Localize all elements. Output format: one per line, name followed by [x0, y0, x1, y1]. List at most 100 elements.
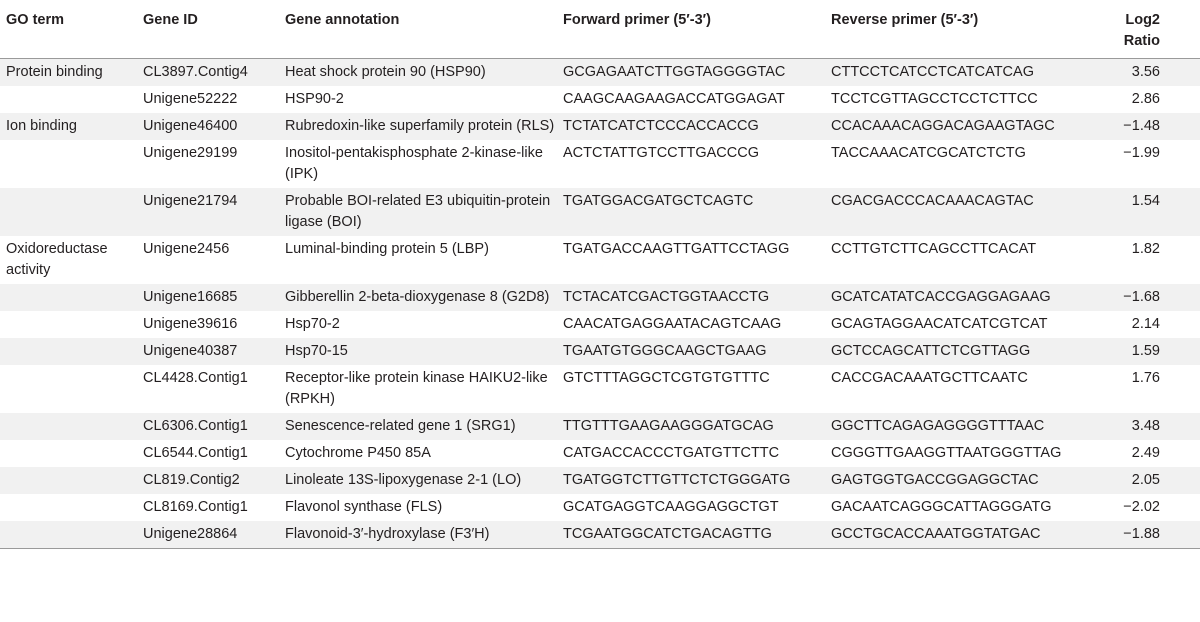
forward-primer-cell: CAACATGAGGAATACAGTCAAG	[563, 316, 782, 332]
reverse-primer-cell: GACAATCAGGGCATTAGGGATG	[831, 499, 1052, 515]
gene-id-cell: CL819.Contig2	[137, 467, 279, 494]
log2-ratio-cell: −1.68	[1098, 284, 1200, 311]
table-row: Unigene39616 Hsp70-2 CAACATGAGGAATACAGTCAA…	[0, 311, 1200, 338]
primer-table: GO term Gene ID Gene annotation Forward …	[0, 6, 1200, 549]
forward-primer-cell: TGATGGTCTTGTTCTCTGGGATG	[557, 467, 825, 494]
header-forward-primer: Forward primer (5′-3′)	[557, 6, 825, 59]
forward-primer-cell: GCATGAGGTCAAGGAGGCTGT	[563, 499, 779, 515]
gene-id-cell: CL3897.Contig4	[137, 58, 279, 86]
go-term-cell	[0, 86, 137, 113]
forward-primer-cell: TGAATGTGGGCAAGCTGAAG	[557, 338, 825, 365]
gene-id-cell: Unigene52222	[143, 91, 238, 107]
forward-primer-cell: GCGAGAATCTTGGTAGGGGTAC	[557, 58, 825, 86]
gene-annotation-cell: Luminal-binding protein 5 (LBP)	[285, 241, 489, 257]
table-row: CL6544.Contig1 Cytochrome P450 85A CATGACC…	[0, 440, 1200, 467]
log2-ratio-cell: −2.02	[1123, 499, 1160, 515]
go-term-cell	[0, 521, 137, 549]
gene-annotation-cell: Hsp70-2	[285, 316, 340, 332]
header-reverse-primer: Reverse primer (5′-3′)	[825, 6, 1098, 59]
forward-primer-cell: TGATGACCAAGTTGATTCCTAGG	[563, 241, 790, 257]
log2-ratio-cell: 3.48	[1098, 413, 1200, 440]
header-log2-ratio: Log2 Ratio	[1098, 6, 1200, 59]
reverse-primer-cell: CGACGACCCACAAACAGTAC	[825, 188, 1098, 236]
gene-id-cell: Unigene39616	[143, 316, 238, 332]
reverse-primer-cell: CCACAAACAGGACAGAAGTAGC	[825, 113, 1098, 140]
gene-annotation-cell: Flavonoid-3′-hydroxylase (F3′H)	[279, 521, 557, 549]
forward-primer-cell: ACTCTATTGTCCTTGACCCG	[563, 145, 759, 161]
forward-primer-cell: TCGAATGGCATCTGACAGTTG	[557, 521, 825, 549]
go-term-cell	[0, 440, 137, 467]
log2-ratio-cell: 2.14	[1131, 316, 1160, 332]
go-term-cell	[0, 140, 137, 188]
log2-ratio-cell: 1.54	[1098, 188, 1200, 236]
go-term-cell: Protein binding	[0, 58, 137, 86]
gene-annotation-cell: Linoleate 13S-lipoxygenase 2-1 (LO)	[279, 467, 557, 494]
forward-primer-cell: TCTACATCGACTGGTAACCTG	[557, 284, 825, 311]
go-term-cell	[0, 494, 137, 521]
gene-annotation-cell: HSP90-2	[285, 91, 344, 107]
log2-ratio-cell: 2.49	[1131, 445, 1160, 461]
go-term-cell	[0, 188, 137, 236]
gene-annotation-cell: Flavonol synthase (FLS)	[285, 499, 443, 515]
log2-ratio-cell: 1.76	[1131, 370, 1160, 386]
reverse-primer-cell: GAGTGGTGACCGGAGGCTAC	[825, 467, 1098, 494]
gene-annotation-cell: Heat shock protein 90 (HSP90)	[279, 58, 557, 86]
header-gene-annotation: Gene annotation	[279, 6, 557, 59]
gene-id-cell: Unigene29199	[143, 145, 238, 161]
forward-primer-cell: CATGACCACCCTGATGTTCTTC	[563, 445, 780, 461]
gene-annotation-cell: Inositol-pentakisphosphate 2-kinase-like…	[285, 145, 543, 182]
gene-id-cell: Unigene28864	[137, 521, 279, 549]
gene-id-cell: CL4428.Contig1	[143, 370, 248, 386]
gene-annotation-cell: Gibberellin 2-beta-dioxygenase 8 (G2D8)	[279, 284, 557, 311]
gene-annotation-cell: Senescence-related gene 1 (SRG1)	[279, 413, 557, 440]
table-row: Unigene29199 Inositol-pentakisphosphate 2…	[0, 140, 1200, 188]
reverse-primer-cell: GCAGTAGGAACATCATCGTCAT	[831, 316, 1048, 332]
gene-id-cell: CL8169.Contig1	[143, 499, 248, 515]
reverse-primer-cell: CGGGTTGAAGGTTAATGGGTTAG	[831, 445, 1062, 461]
forward-primer-cell: TCTATCATCTCCCACCACCG	[557, 113, 825, 140]
log2-ratio-cell: −1.48	[1098, 113, 1200, 140]
forward-primer-cell: TGATGGACGATGCTCAGTC	[557, 188, 825, 236]
reverse-primer-cell: TACCAAACATCGCATCTCTG	[831, 145, 1026, 161]
reverse-primer-cell: TCCTCGTTAGCCTCCTCTTCC	[831, 91, 1038, 107]
log2-ratio-cell: −1.88	[1098, 521, 1200, 549]
header-gene-id: Gene ID	[137, 6, 279, 59]
log2-ratio-cell: 2.05	[1098, 467, 1200, 494]
reverse-primer-cell: CCTTGTCTTCAGCCTTCACAT	[831, 241, 1037, 257]
gene-id-cell: CL6544.Contig1	[143, 445, 248, 461]
gene-id-cell: Unigene16685	[137, 284, 279, 311]
reverse-primer-cell: GCCTGCACCAAATGGTATGAC	[825, 521, 1098, 549]
table-header-row: GO term Gene ID Gene annotation Forward …	[0, 6, 1200, 59]
gene-annotation-cell: Receptor-like protein kinase HAIKU2-like…	[285, 370, 548, 407]
go-term-cell	[0, 284, 137, 311]
gene-id-cell: Unigene21794	[137, 188, 279, 236]
log2-ratio-cell: 2.86	[1131, 91, 1160, 107]
go-term-cell: Ion binding	[0, 113, 137, 140]
gene-id-cell: CL6306.Contig1	[137, 413, 279, 440]
go-term-cell	[0, 311, 137, 338]
gene-annotation-cell: Cytochrome P450 85A	[285, 445, 431, 461]
reverse-primer-cell: GGCTTCAGAGAGGGGTTTAAC	[825, 413, 1098, 440]
go-term-cell: Oxidoreductase activity	[6, 241, 108, 278]
gene-id-cell: Unigene40387	[137, 338, 279, 365]
reverse-primer-cell: GCATCATATCACCGAGGAGAAG	[825, 284, 1098, 311]
gene-id-cell: Unigene46400	[137, 113, 279, 140]
go-term-cell	[0, 413, 137, 440]
log2-ratio-cell: −1.99	[1123, 145, 1160, 161]
log2-ratio-cell: 1.59	[1098, 338, 1200, 365]
reverse-primer-cell: GCTCCAGCATTCTCGTTAGG	[825, 338, 1098, 365]
go-term-cell	[0, 467, 137, 494]
header-go-term: GO term	[0, 6, 137, 59]
forward-primer-cell: TTGTTTGAAGAAGGGATGCAG	[557, 413, 825, 440]
table-row: CL4428.Contig1 Receptor-like protein kina…	[0, 365, 1200, 413]
